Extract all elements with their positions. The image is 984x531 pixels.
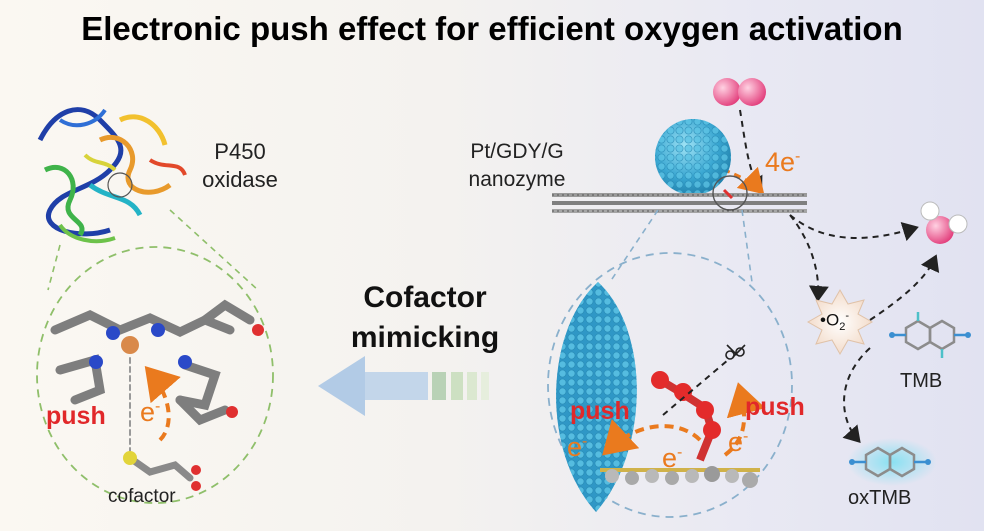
o-o-intermediate <box>651 344 746 462</box>
enzyme-label: P450 oxidase <box>185 138 295 194</box>
tmb-molecule-icon <box>889 312 971 358</box>
gdy-graphene-sheets <box>552 193 807 213</box>
oxygen-molecule-icon <box>713 78 766 106</box>
left-zoom-lines <box>47 209 259 291</box>
heme-cofactor-model <box>50 299 264 491</box>
tmb-label: TMB <box>900 370 943 392</box>
pt-nanoparticle-icon <box>655 119 731 195</box>
left-electron-arrow <box>144 365 181 442</box>
right-push-right-label: push <box>745 393 805 421</box>
right-electron-mid: e- <box>662 443 683 473</box>
left-push-label: push <box>46 402 106 430</box>
figure-title: Electronic push effect for efficient oxy… <box>81 10 903 47</box>
right-electron-right: e- <box>728 427 749 457</box>
cofactor-mimicking-arrow <box>318 356 489 416</box>
left-push-arrow <box>602 418 702 456</box>
to-water-arrow-2 <box>869 254 940 321</box>
tmb-to-oxtmb-arrow <box>842 347 871 443</box>
o2-adsorption-arrow <box>739 109 763 194</box>
oxtmb-molecule-icon <box>849 446 931 478</box>
superoxide-burst-icon <box>806 288 874 356</box>
four-electron-label: 4e- <box>765 147 801 177</box>
nanozyme-label: Pt/GDY/G nanozyme <box>468 140 566 191</box>
cofactor-mimicking-label: Cofactor mimicking <box>350 281 500 354</box>
superoxide-label: •O2- <box>820 310 849 334</box>
scissors-icon <box>725 344 746 360</box>
water-molecule-icon <box>920 201 968 244</box>
enzyme-type: oxidase <box>202 167 278 192</box>
to-superoxide-arrow <box>789 214 829 302</box>
graphene-lattice <box>600 466 760 488</box>
right-push-arrow <box>723 382 766 457</box>
active-site-circle <box>712 175 748 211</box>
left-electron-label: e- <box>140 397 161 427</box>
right-electron-left: e- <box>567 432 588 462</box>
cofactor-label: cofactor <box>108 486 176 507</box>
p450-protein-icon <box>37 107 187 244</box>
right-push-left-label: push <box>570 397 630 425</box>
oxtmb-label: oxTMB <box>848 487 912 509</box>
heme-zoom-circle <box>36 246 274 504</box>
to-water-arrow-1 <box>789 214 919 242</box>
enzyme-name: P450 <box>214 139 266 164</box>
active-site-zoom-circle <box>547 252 793 518</box>
